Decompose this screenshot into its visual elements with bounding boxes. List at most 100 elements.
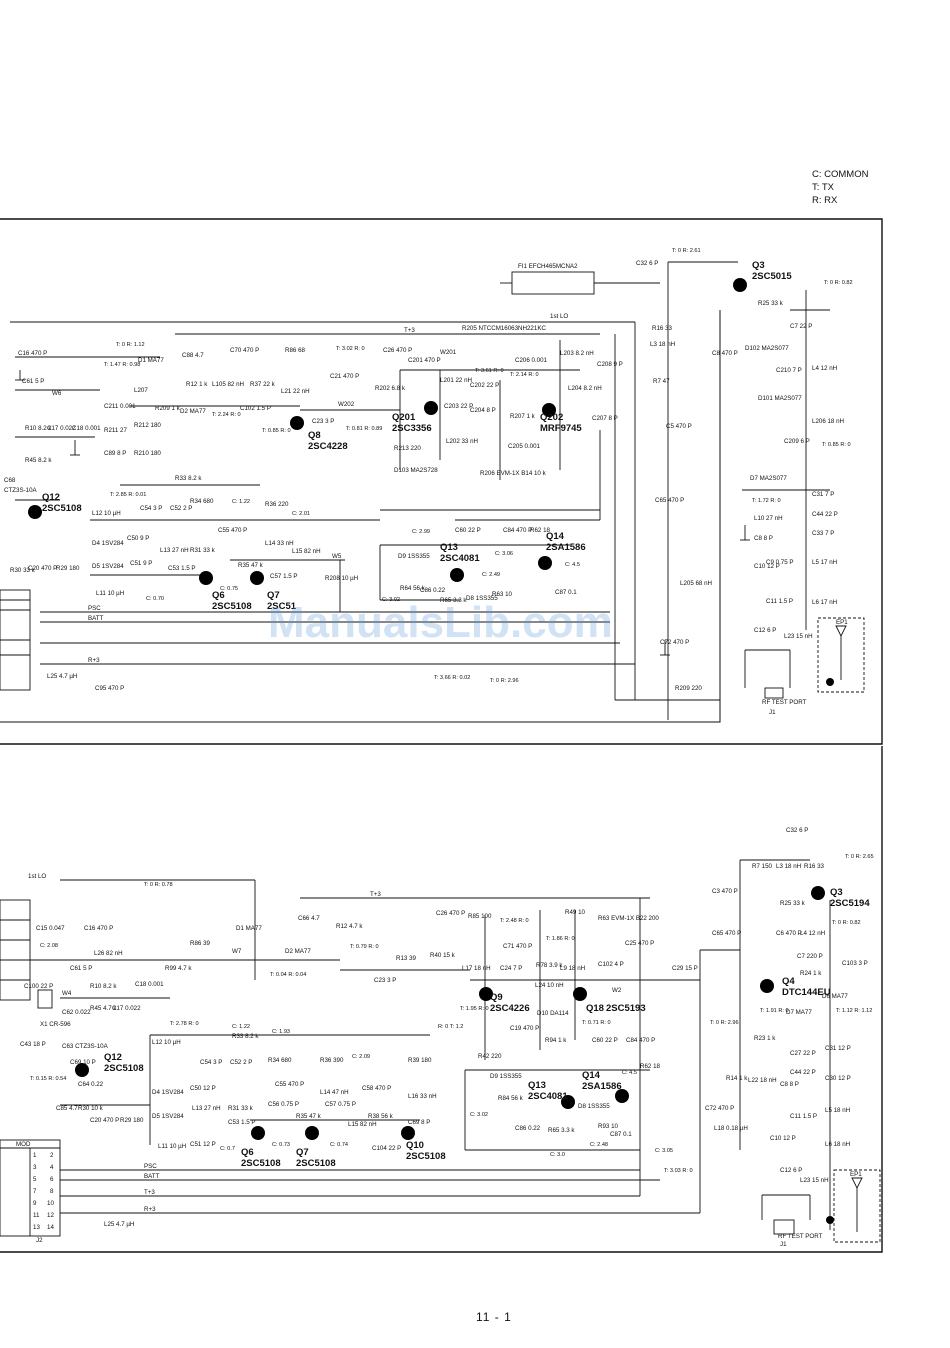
l-part: C25 470 P (625, 940, 654, 947)
u-part: C84 470 P (503, 527, 532, 534)
l-part: L18 0.18 µH (714, 1125, 748, 1132)
l-part: C72 470 P (705, 1105, 734, 1112)
l-part: C58 470 P (362, 1085, 391, 1092)
l-part: C31 12 P (825, 1045, 851, 1052)
u-part: R45 8.2 k (25, 457, 52, 464)
l-part: EP1 (850, 1171, 862, 1178)
l-part: C100 22 P (24, 983, 53, 990)
l-part: R16 33 (804, 863, 825, 870)
l-part: D2 MA77 (285, 948, 311, 955)
u-volt: C: 2.01 (292, 511, 310, 517)
u-part: C10 12 P (754, 563, 780, 570)
l-volt: C: 3.0 (550, 1152, 565, 1158)
l-volt: C: 2.48 (590, 1142, 608, 1148)
u-part: L206 18 nH (812, 418, 844, 425)
l-q18-ref: Q18 (586, 1003, 604, 1014)
u-part: C86 0.22 (420, 587, 446, 594)
l-q9-ref: Q9 (490, 992, 503, 1003)
u-q12-type: 2SC5108 (42, 503, 82, 514)
u-part: R64 56 k (400, 585, 426, 592)
u-q8-type: 2SC4228 (308, 441, 348, 452)
l-volt: R: 0 T: 1.2 (438, 1024, 463, 1030)
u-part: L14 33 nH (265, 540, 294, 547)
u-part: D2 MA77 (180, 408, 206, 415)
u-part: C211 0.001 (104, 403, 136, 410)
u-q202-type: MRF9745 (540, 423, 582, 434)
l-volt: T: 0 R: 2.65 (845, 854, 874, 860)
u-part: D101 MA2S077 (758, 395, 802, 402)
l-pin: 12 (47, 1212, 54, 1219)
l-volt: C: 1.22 (232, 1024, 250, 1030)
u-part: L205 68 nH (680, 580, 712, 587)
u-rail-t3: T+3 (404, 327, 415, 334)
l-volt: T: 0 R: 0.78 (144, 882, 173, 888)
u-part: L4 12 nH (812, 365, 837, 372)
l-part: L26 82 nH (94, 950, 123, 957)
u-part: C89 8 P (104, 450, 126, 457)
u-volt: C: 3.06 (495, 551, 513, 557)
l-part: R85 100 (468, 913, 492, 920)
l-pin: 2 (50, 1152, 54, 1159)
u-volt: T: 0.85 R: 0 (822, 442, 851, 448)
u-part: C202 22 P (470, 382, 499, 389)
u-volt: C: 0.75 (220, 586, 238, 592)
u-part: R65 3.3 k (440, 597, 467, 604)
l-q7-type: 2SC5108 (296, 1158, 336, 1169)
l-part: R40 15 k (430, 952, 456, 959)
l-part: R94 1 k (545, 1037, 567, 1044)
l-part: R30 10 k (78, 1105, 104, 1112)
l-connector-ref: J2 (36, 1237, 43, 1244)
u-rail-1stlo: 1st LO (550, 313, 568, 320)
u-part: R31 33 k (190, 547, 216, 554)
l-part: R24 1 k (800, 970, 822, 977)
u-q14-type: 2SA1586 (546, 542, 586, 553)
l-part: C69 10 P (70, 1059, 96, 1066)
u-part: C209 6 P (784, 438, 810, 445)
l-part: L6 18 nH (825, 1141, 850, 1148)
u-part: R33 8.2 k (175, 475, 202, 482)
l-part: W4 (62, 990, 72, 997)
u-part: D5 1SV284 (92, 563, 124, 570)
l-q14-ref: Q14 (582, 1070, 601, 1081)
u-part: C26 470 P (383, 347, 412, 354)
l-part: C27 22 P (790, 1050, 816, 1057)
l-part: R86 39 (190, 940, 211, 947)
u-part: R207 1 k (510, 413, 536, 420)
u-part: R34 680 (190, 498, 214, 505)
u-part: D4 1SV284 (92, 540, 124, 547)
l-part: R31 33 k (228, 1105, 254, 1112)
u-part: C205 0.001 (508, 443, 541, 450)
u-part: L11 10 µH (96, 590, 124, 597)
u-part: D103 MA2S728 (394, 467, 438, 474)
l-rail-psc: PSC (144, 1163, 157, 1170)
l-part: R33 8.2 k (232, 1033, 259, 1040)
l-part: R42 220 (478, 1053, 502, 1060)
u-part: R209 1 k (155, 405, 181, 412)
l-pin: 10 (47, 1200, 54, 1207)
l-part: C52 2 P (230, 1059, 252, 1066)
l-part: L22 18 nH (748, 1077, 777, 1084)
l-part: L17 18 nH (462, 965, 491, 972)
l-pin: 1 (33, 1152, 37, 1159)
u-part: L13 27 nH (160, 547, 189, 554)
u-part: C206 0.001 (515, 357, 548, 364)
l-rail-t3: T+3 (370, 891, 381, 898)
l-part: C32 6 P (786, 827, 808, 834)
l-part: C30 12 P (825, 1075, 851, 1082)
l-part: C3 470 P (712, 888, 738, 895)
l-part: C23 3 P (374, 977, 396, 984)
l-rail-t3b: T+3 (144, 1189, 155, 1196)
u-part: W202 (338, 401, 355, 408)
u-part: C65 470 P (655, 497, 684, 504)
l-q4-type: DTC144EU (782, 987, 831, 998)
l-part: L23 15 nH (800, 1177, 829, 1184)
l-part: D10 DA114 (537, 1010, 569, 1017)
u-q202-ref: Q202 (540, 412, 563, 423)
u-part: C8 8 P (754, 535, 773, 542)
u-volt: C: 2.99 (412, 529, 430, 535)
l-part: C69 8 P (408, 1119, 430, 1126)
page-number: 11 - 1 (476, 1310, 512, 1324)
u-part: D9 1SS355 (398, 553, 430, 560)
l-part: C12 6 P (780, 1167, 802, 1174)
